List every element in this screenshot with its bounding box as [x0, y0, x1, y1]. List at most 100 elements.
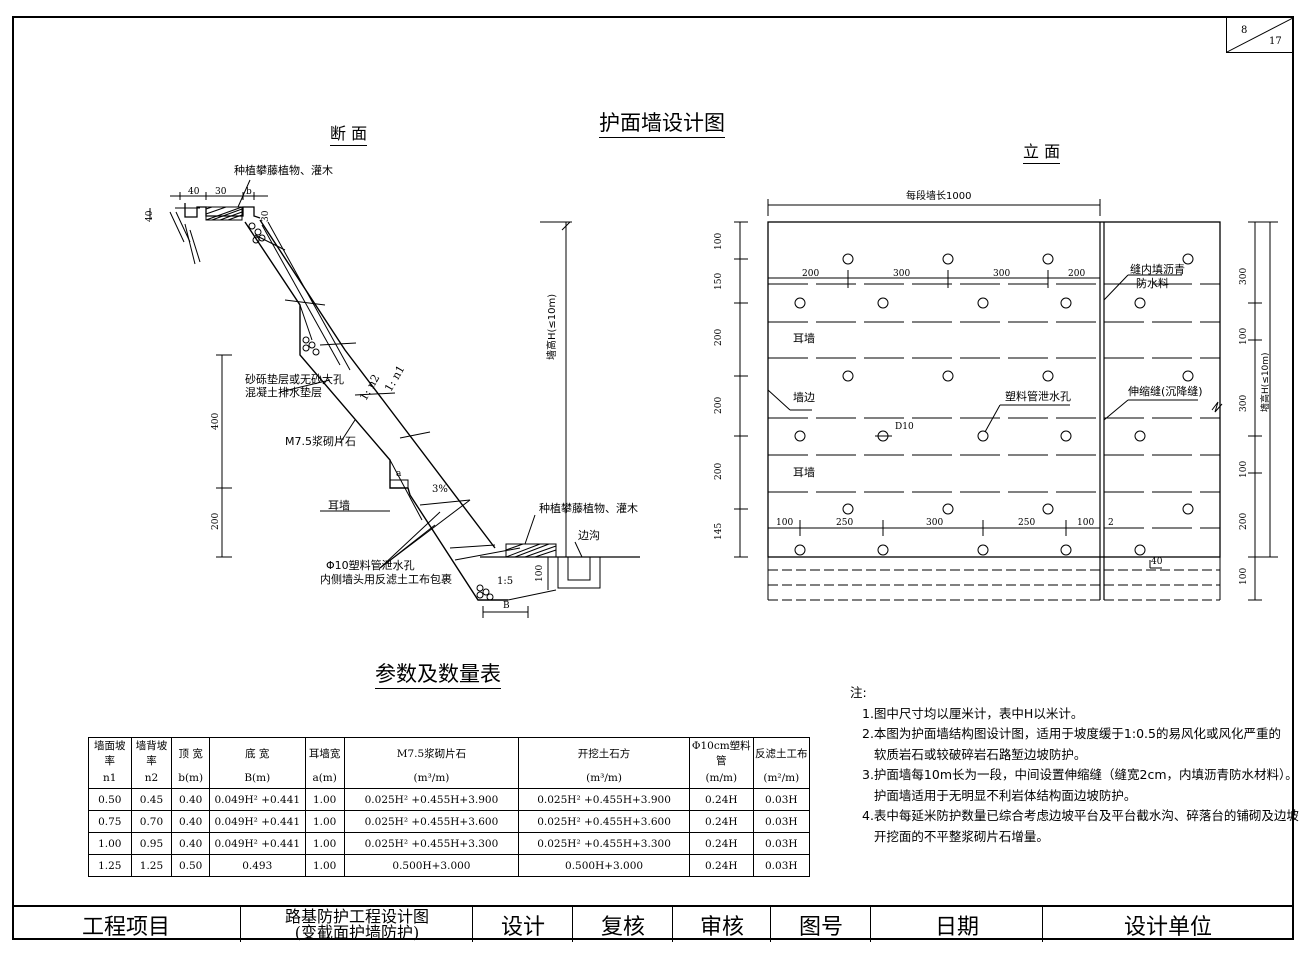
table-unit-cell: n1: [88, 768, 132, 789]
section-label-plant-top: 种植攀藤植物、灌木: [234, 164, 333, 177]
elevation-title: 立 面: [1023, 144, 1061, 164]
table-cell: 0.025H² +0.455H+3.300: [343, 832, 520, 855]
elevation-label-joint: 伸缩缝(沉降缝): [1128, 385, 1203, 398]
elevation-label-edge: 墙边: [793, 391, 815, 404]
table-cell: 1.00: [304, 810, 345, 833]
dimension-label: 300: [1239, 394, 1249, 412]
title-drawing-name: 路基防护工程设计图 (变截面护墙防护): [240, 907, 473, 942]
table-cell: 0.70: [130, 810, 173, 833]
table-unit-cell: (m/m): [688, 768, 754, 789]
dimension-label: 300: [993, 269, 1011, 279]
title-date: 日期: [870, 907, 1043, 942]
table-cell: 0.500H+3.000: [518, 854, 690, 877]
page-number-box: 8 17: [1226, 18, 1293, 53]
table-cell: 0.025H² +0.455H+3.600: [518, 810, 690, 833]
table-cell: 0.03H: [752, 810, 811, 833]
table-cell: 0.50: [88, 788, 132, 811]
elevation-label-pipe: 塑料管泄水孔: [1005, 390, 1071, 403]
table-cell: 1.00: [88, 832, 132, 855]
section-label-pipe-2: 内侧墙头用反滤土工布包裹: [320, 573, 452, 586]
table-cell: 1.00: [304, 832, 345, 855]
table-title: 参数及数量表: [375, 664, 501, 689]
table-cell: 1.25: [130, 854, 173, 877]
table-cell: 0.493: [208, 854, 306, 877]
table-unit-cell: (m²/m): [752, 768, 811, 789]
main-title: 护面墙设计图: [599, 113, 725, 138]
table-header-cell: 反滤土工布: [752, 737, 811, 768]
table-header-cell: M7.5浆砌片石: [343, 737, 520, 768]
dimension-label: 100: [1239, 567, 1249, 585]
table-cell: 0.50: [171, 854, 210, 877]
table-cell: 0.025H² +0.455H+3.900: [343, 788, 520, 811]
dimension-label: 200: [714, 396, 724, 414]
section-dim-40a: 40: [188, 187, 200, 197]
title-design: 设计: [472, 907, 573, 942]
dimension-label: 2: [1108, 518, 1114, 528]
dimension-label: 100: [1239, 327, 1249, 345]
section-label-cushion-1: 砂砾垫层或无砂大孔: [245, 373, 344, 386]
table-unit-cell: n2: [130, 768, 173, 789]
title-project: 工程项目: [81, 914, 170, 940]
dimension-label: 300: [926, 518, 944, 528]
title-review: 审核: [672, 907, 771, 942]
table-cell: 0.049H² +0.441: [208, 788, 306, 811]
table-header-cell: Φ10cm塑料管: [688, 737, 754, 768]
table-cell: 0.95: [130, 832, 173, 855]
note-line: 护面墙适用于无明显不利岩体结构面边坡防护。: [862, 787, 1137, 803]
section-dim-a: a: [396, 469, 402, 479]
table-cell: 1.25: [88, 854, 132, 877]
table-unit-cell: (m³/m): [343, 768, 520, 789]
section-pct: 3%: [432, 484, 448, 495]
table-cell: 0.40: [171, 788, 210, 811]
table-unit-cell: b(m): [171, 768, 210, 789]
table-cell: 0.03H: [752, 788, 811, 811]
section-label-stone: M7.5浆砌片石: [285, 435, 356, 448]
elevation-label-height: 墙高H(≤10m): [1261, 352, 1271, 412]
title-drawing-1: 路基防护工程设计图: [284, 906, 429, 926]
table-cell: 0.24H: [688, 854, 754, 877]
table-header-cell: 开挖土石方: [518, 737, 690, 768]
notes-heading: 注:: [850, 685, 867, 700]
table-header-cell: 顶 宽: [171, 737, 210, 768]
dimension-label: 250: [836, 518, 854, 528]
elevation-label-d10: D10: [895, 422, 914, 432]
elevation-joint-fill-1: 缝内填沥青: [1130, 263, 1185, 276]
dimension-label: 100: [714, 232, 724, 250]
table-cell: 0.025H² +0.455H+3.900: [518, 788, 690, 811]
table-cell: 0.24H: [688, 832, 754, 855]
section-label-pipe-1: Φ10塑料管泄水孔: [326, 559, 415, 572]
dimension-label: 150: [714, 272, 724, 290]
table-cell: 0.24H: [688, 810, 754, 833]
elevation-seg-length: 每段墙长1000: [906, 191, 972, 202]
dimension-label: 200: [802, 269, 820, 279]
section-title: 断 面: [330, 126, 368, 146]
table-cell: 0.500H+3.000: [343, 854, 520, 877]
table-unit-cell: (m³/m): [518, 768, 690, 789]
note-line: 2.本图为护面墙结构图设计图，适用于坡度缓于1:0.5的易风化或风化严重的: [862, 726, 1281, 741]
dimension-label: 200: [714, 328, 724, 346]
table-header-cell: 底 宽: [208, 737, 306, 768]
table-unit-cell: B(m): [208, 768, 306, 789]
drawing-frame: [12, 16, 1294, 940]
dimension-label: 300: [1239, 267, 1249, 285]
note-line: 1.图中尺寸均以厘米计，表中H以米计。: [862, 705, 1084, 721]
section-label-ditch: 边沟: [578, 529, 600, 542]
section-label-plant-bottom: 种植攀藤植物、灌木: [539, 502, 638, 515]
note-line: 开挖面的不平整浆砌片石增量。: [862, 828, 1049, 844]
table-header-cell: 墙背坡率: [130, 737, 173, 768]
table-header-cell: 耳墙宽: [304, 737, 345, 768]
section-label-ear: 耳墙: [328, 499, 350, 512]
table-cell: 0.40: [171, 832, 210, 855]
title-unit: 设计单位: [1042, 907, 1293, 942]
title-drawing-no: 图号: [770, 907, 871, 942]
table-cell: 0.025H² +0.455H+3.600: [343, 810, 520, 833]
note-line: 3.护面墙每10m长为一段，中间设置伸缩缝（缝宽2cm，内填沥青防水材料）。: [862, 767, 1298, 782]
note-line: 4.表中每延米防护数量已综合考虑边坡平台及平台截水沟、碎落台的铺砌及边坡: [862, 808, 1299, 823]
dimension-label: 200: [1068, 269, 1086, 279]
table-cell: 1.00: [304, 854, 345, 877]
